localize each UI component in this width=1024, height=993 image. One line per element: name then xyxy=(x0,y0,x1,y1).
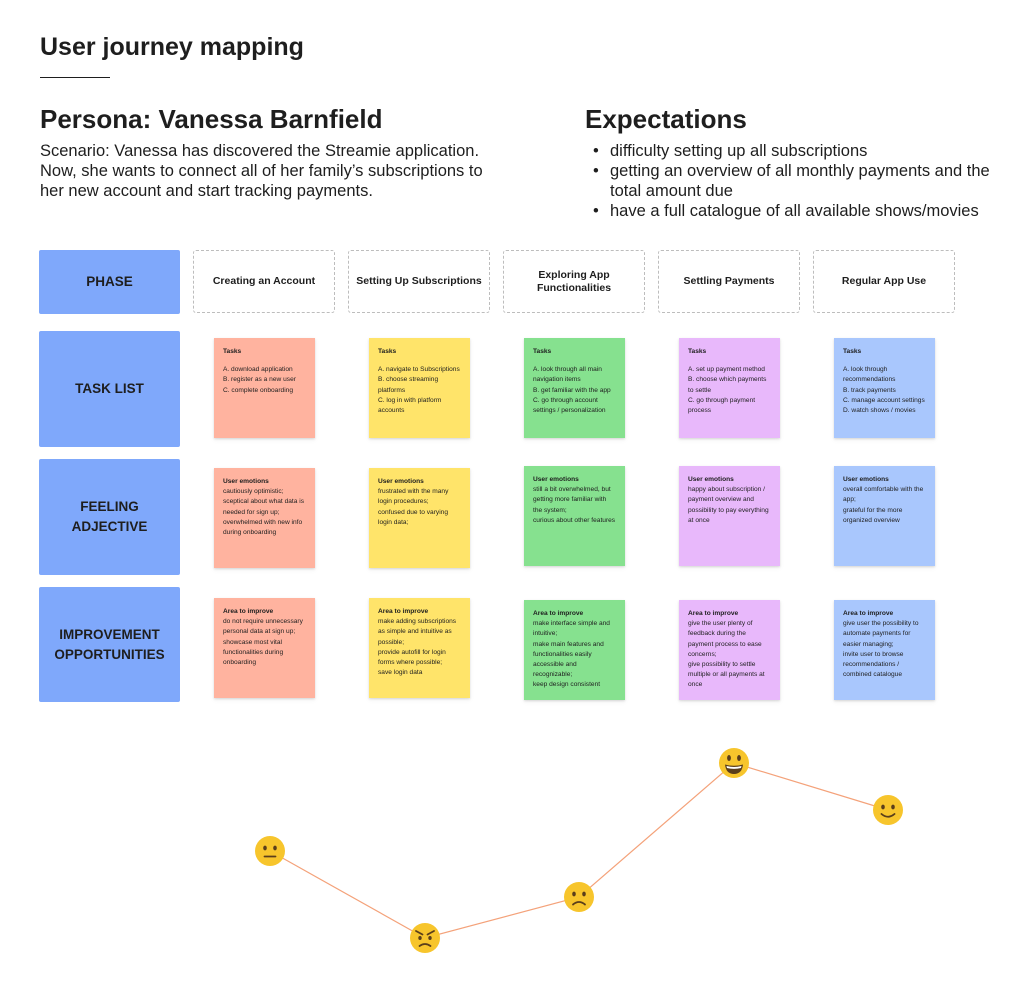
note-heading: Area to improve xyxy=(533,610,584,617)
phase-header: Creating an Account xyxy=(193,250,335,313)
note-heading: User emotions xyxy=(688,476,734,483)
note-heading: Area to improve xyxy=(378,608,429,615)
note-heading: Area to improve xyxy=(843,610,894,617)
improvement-note[interactable]: Area to improve make interface simple an… xyxy=(524,600,625,700)
note-body: make adding subscriptions as simple and … xyxy=(378,618,457,677)
note-body: overall comfortable with the app; gratef… xyxy=(843,486,924,524)
task-note[interactable]: Tasks A. download application B. registe… xyxy=(214,338,315,438)
emotion-note[interactable]: User emotions cautiously optimistic; sce… xyxy=(214,468,315,568)
emotion-note[interactable]: User emotions overall comfortable with t… xyxy=(834,466,935,566)
task-note[interactable]: Tasks A. set up payment method B. choose… xyxy=(679,338,780,438)
note-body: A. download application B. register as a… xyxy=(223,366,296,394)
note-heading: Tasks xyxy=(688,348,707,355)
neutral-face-icon xyxy=(255,836,285,866)
note-heading: User emotions xyxy=(843,476,889,483)
note-heading: User emotions xyxy=(533,476,579,483)
row-label-improvement: IMPROVEMENT OPPORTUNITIES xyxy=(39,587,180,702)
phase-header: Exploring App Functionalities xyxy=(503,250,645,313)
note-body: give user the possibility to automate pa… xyxy=(843,620,919,679)
note-heading: Area to improve xyxy=(688,610,739,617)
expectation-item: getting an overview of all monthly payme… xyxy=(593,161,1013,201)
emotion-note[interactable]: User emotions still a bit overwhelmed, b… xyxy=(524,466,625,566)
note-body: frustrated with the many login procedure… xyxy=(378,488,449,526)
note-heading: Tasks xyxy=(378,348,397,355)
emotion-note[interactable]: User emotions happy about subscription /… xyxy=(679,466,780,566)
note-body: A. look through recommendations B. track… xyxy=(843,366,925,415)
frowning-face-icon xyxy=(564,882,594,912)
note-body: make interface simple and intuitive; mak… xyxy=(533,620,610,689)
note-heading: Tasks xyxy=(223,348,242,355)
note-heading: User emotions xyxy=(378,478,424,485)
note-body: A. set up payment method B. choose which… xyxy=(688,366,767,415)
task-note[interactable]: Tasks A. look through all main navigatio… xyxy=(524,338,625,438)
phase-header: Regular App Use xyxy=(813,250,955,313)
expectation-item: difficulty setting up all subscriptions xyxy=(593,141,1013,161)
phase-header: Setting Up Subscriptions xyxy=(348,250,490,313)
persona-scenario: Scenario: Vanessa has discovered the Str… xyxy=(40,142,483,200)
improvement-note[interactable]: Area to improve give the user plenty of … xyxy=(679,600,780,700)
note-body: happy about subscription / payment overv… xyxy=(688,486,769,524)
journey-line xyxy=(269,762,889,939)
page-title: User journey mapping xyxy=(40,33,304,61)
note-heading: Tasks xyxy=(533,348,552,355)
persona-title: Persona: Vanessa Barnfield xyxy=(40,104,383,134)
note-body: do not require unnecessary personal data… xyxy=(223,618,303,667)
note-body: A. navigate to Subscriptions B. choose s… xyxy=(378,366,460,415)
note-body: cautiously optimistic; sceptical about w… xyxy=(223,488,305,537)
task-note[interactable]: Tasks A. look through recommendations B.… xyxy=(834,338,935,438)
expectations-list: difficulty setting up all subscriptions … xyxy=(593,141,1013,221)
angry-face-icon xyxy=(410,923,440,953)
emotion-note[interactable]: User emotions frustrated with the many l… xyxy=(369,468,470,568)
grinning-face-icon xyxy=(719,748,749,778)
note-heading: Area to improve xyxy=(223,608,274,615)
note-heading: Tasks xyxy=(843,348,862,355)
task-note[interactable]: Tasks A. navigate to Subscriptions B. ch… xyxy=(369,338,470,438)
slightly-smiling-face-icon xyxy=(873,795,903,825)
note-heading: User emotions xyxy=(223,478,269,485)
expectations-title: Expectations xyxy=(585,104,747,134)
note-body: give the user plenty of feedback during … xyxy=(688,620,765,689)
note-body: A. look through all main navigation item… xyxy=(533,366,611,415)
row-label-phase: PHASE xyxy=(39,250,180,314)
improvement-note[interactable]: Area to improve make adding subscription… xyxy=(369,598,470,698)
row-label-task-list: TASK LIST xyxy=(39,331,180,447)
improvement-note[interactable]: Area to improve give user the possibilit… xyxy=(834,600,935,700)
title-divider xyxy=(40,77,110,78)
expectation-item: have a full catalogue of all available s… xyxy=(593,201,1013,221)
improvement-note[interactable]: Area to improve do not require unnecessa… xyxy=(214,598,315,698)
row-label-feeling: FEELING ADJECTIVE xyxy=(39,459,180,575)
phase-header: Settling Payments xyxy=(658,250,800,313)
note-body: still a bit overwhelmed, but getting mor… xyxy=(533,486,616,524)
